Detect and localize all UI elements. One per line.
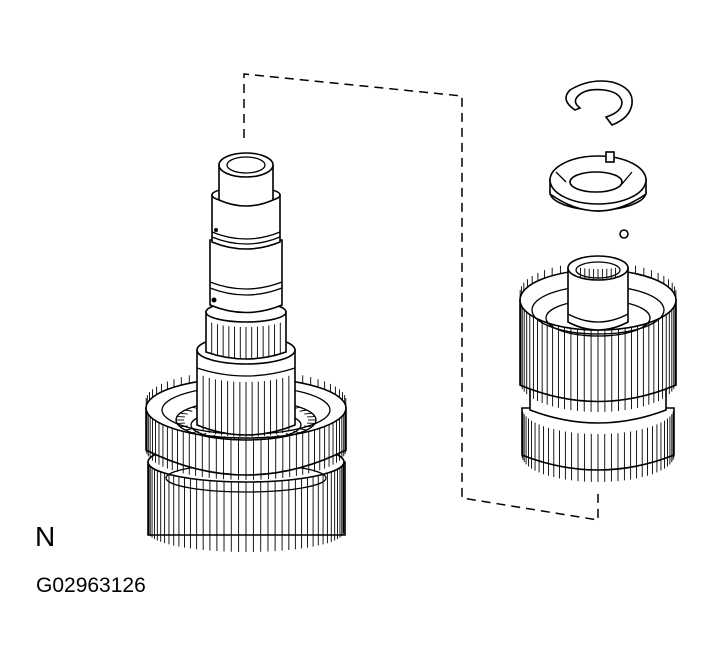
upper-spline-lines [211, 322, 281, 359]
figure-code: G02963126 [36, 574, 146, 597]
shaft-tip [218, 152, 274, 207]
cluster-lower-teeth [521, 409, 675, 482]
spline-lines [202, 375, 290, 437]
view-letter: N [35, 521, 56, 552]
gear-inner-ring-marks [176, 400, 316, 440]
shaft-oil-hole [211, 297, 217, 303]
gear-cluster [519, 255, 677, 482]
lower-gear-teeth [147, 463, 345, 552]
main-shaft-assembly [145, 152, 347, 552]
upper-gear-teeth [145, 370, 347, 480]
alignment-dashed-line [243, 73, 599, 521]
thrust-washer [549, 151, 647, 212]
hub-internal-splines [579, 267, 617, 279]
locating-ball [619, 229, 629, 239]
snap-ring [565, 80, 633, 126]
shaft-body [209, 239, 283, 314]
journal-hole [214, 228, 218, 232]
washer-tab [605, 151, 615, 163]
